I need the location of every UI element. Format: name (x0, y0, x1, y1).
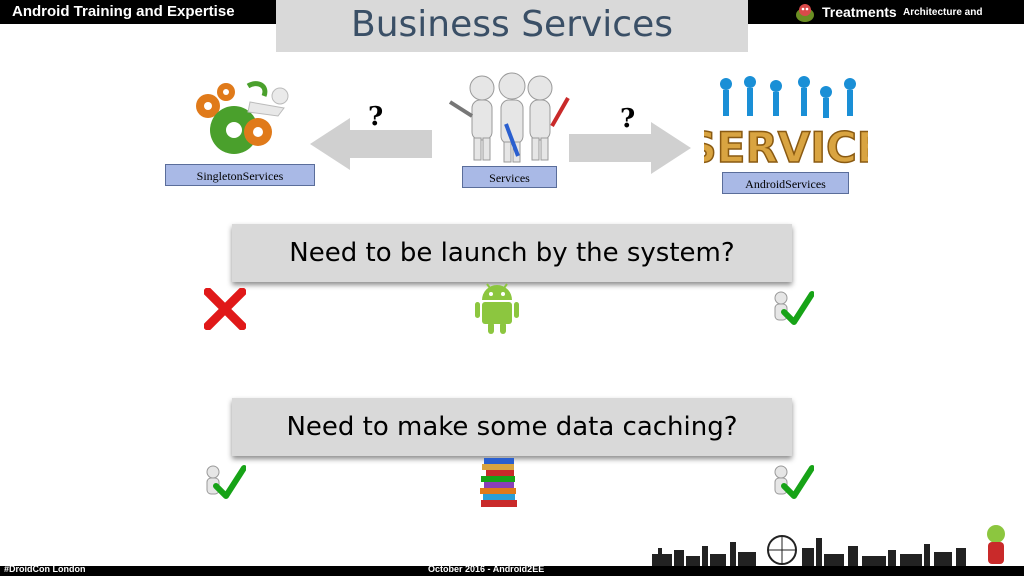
header-right-subtitle: Architecture and Threads (903, 7, 983, 42)
footer-left-text: #DroidCon London (4, 564, 86, 574)
header-right: Treatments Architecture and Threads (748, 0, 1024, 42)
header-right-title: Treatments (822, 4, 897, 20)
books-icon (480, 458, 517, 507)
slide-title: Business Services (276, 0, 748, 52)
check-icon (774, 465, 814, 499)
android-icon (475, 283, 519, 334)
team-figures-icon (448, 72, 570, 163)
android-services-label: AndroidServices (722, 172, 849, 194)
question-data-caching: Need to make some data caching? (232, 398, 792, 456)
question-launch-by-system: Need to be launch by the system? (232, 224, 792, 282)
right-question-mark: ? (620, 104, 636, 134)
header-left-title: Android Training and Expertise (0, 0, 276, 24)
arrow-right-icon (569, 122, 691, 174)
left-question-mark: ? (368, 102, 384, 132)
cross-icon (204, 288, 246, 330)
arrow-left-icon (310, 118, 432, 170)
footer-center-text: October 2016 - Android2EE (428, 564, 545, 574)
svg-text:SERVICE: SERVICE (704, 123, 868, 172)
footer-bar (0, 566, 1024, 576)
gears-image-icon (196, 81, 289, 154)
services-label: Services (462, 166, 557, 188)
london-skyline-icon (652, 525, 1005, 566)
check-icon (774, 291, 814, 325)
check-icon (206, 465, 246, 499)
treatments-logo-icon (796, 4, 814, 22)
singleton-services-label: SingletonServices (165, 164, 315, 186)
service-word-image-icon: SERVICE (704, 76, 868, 172)
